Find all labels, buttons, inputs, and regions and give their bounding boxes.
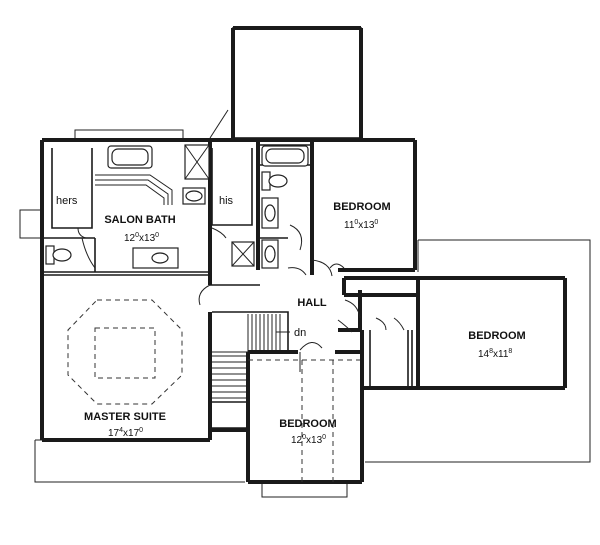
bedroom-ne-w: 11 bbox=[344, 220, 355, 231]
bedroom-ne-h: 13 bbox=[363, 220, 375, 231]
bedroom-e-h-sup: 8 bbox=[508, 348, 512, 355]
exterior-walls bbox=[40, 26, 567, 484]
times-sign: x bbox=[493, 349, 498, 360]
salon-bath-h-sup: 0 bbox=[155, 232, 159, 239]
doors bbox=[77, 224, 405, 372]
salon-bath-dims: 120x130 bbox=[124, 232, 159, 244]
hers-label: hers bbox=[56, 195, 78, 207]
master-suite-h-sup: 0 bbox=[139, 427, 143, 434]
fixtures bbox=[45, 144, 309, 269]
his-label: his bbox=[219, 195, 234, 207]
bedroom-e-label: BEDROOM bbox=[468, 330, 525, 342]
bedroom-e-w: 14 bbox=[478, 349, 490, 360]
bedroom-s-dims: 120x130 bbox=[291, 434, 326, 446]
bedroom-s-w: 12 bbox=[291, 435, 303, 446]
master-suite-h: 17 bbox=[128, 428, 140, 439]
times-sign: x bbox=[306, 435, 311, 446]
dn-label: dn bbox=[294, 327, 306, 339]
bedroom-e-dims: 148x118 bbox=[478, 348, 512, 360]
bedroom-s-h: 13 bbox=[311, 435, 323, 446]
hall-label: HALL bbox=[297, 297, 327, 309]
bedroom-s-label: BEDROOM bbox=[279, 418, 336, 430]
salon-bath-w-sup: 0 bbox=[135, 232, 139, 239]
bedroom-ne-w-sup: 0 bbox=[354, 219, 358, 226]
bedroom-ne-h-sup: 0 bbox=[374, 219, 378, 226]
bedroom-s-w-sup: 0 bbox=[302, 434, 306, 441]
bedroom-s-h-sup: 0 bbox=[322, 434, 326, 441]
master-suite-w: 17 bbox=[108, 428, 120, 439]
bedroom-ne-label: BEDROOM bbox=[333, 201, 390, 213]
master-suite-w-sup: 4 bbox=[119, 427, 123, 434]
bedroom-e-w-sup: 8 bbox=[489, 348, 493, 355]
ceiling-lines bbox=[67, 299, 360, 482]
room-labels: SALON BATH 120x130 hers his BEDROOM 110x… bbox=[56, 195, 526, 446]
salon-bath-w: 12 bbox=[124, 233, 136, 244]
times-sign: x bbox=[139, 233, 144, 244]
bedroom-e-h: 11 bbox=[498, 349, 509, 360]
bedroom-ne-dims: 110x130 bbox=[344, 219, 378, 231]
stairs bbox=[212, 314, 290, 399]
times-sign: x bbox=[358, 220, 363, 231]
times-sign: x bbox=[123, 428, 128, 439]
master-suite-dims: 174x170 bbox=[108, 427, 143, 439]
salon-bath-label: SALON BATH bbox=[104, 214, 175, 226]
salon-bath-h: 13 bbox=[144, 233, 156, 244]
master-suite-label: MASTER SUITE bbox=[84, 411, 166, 423]
